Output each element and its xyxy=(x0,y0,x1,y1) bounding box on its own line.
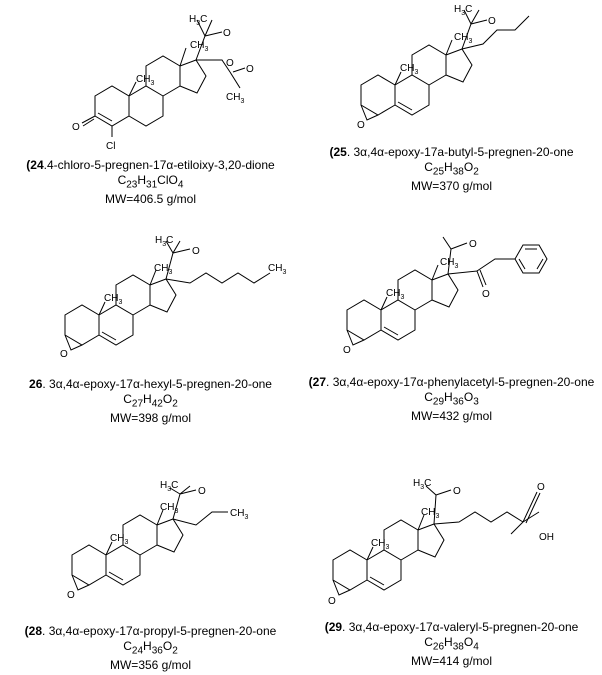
molecular-formula: C23H31ClO4 xyxy=(117,173,184,191)
compound-27: O O CH3 CH3 O (27. 3α,4α-epoxy-17α-pheny… xyxy=(301,225,602,450)
atom-label-ch3: CH3 xyxy=(154,263,172,276)
molecular-formula: C27H42O2 xyxy=(123,392,178,410)
compound-name: (27. 3α,4α-epoxy-17α-phenylacetyl-5-preg… xyxy=(308,375,595,389)
molecular-formula: C25H38O2 xyxy=(424,160,479,178)
compound-28-structure: H3C O CH3 CH3 CH3 O xyxy=(67,480,248,601)
atom-label-ch3: CH3 xyxy=(230,508,248,521)
compound-26-caption: 26. 3α,4α-epoxy-17α-hexyl-5-pregnen-20-o… xyxy=(0,377,301,426)
compound-25: H3C O CH3 CH3 O (25. 3α,4α-epoxy-17a-but… xyxy=(301,0,602,225)
atom-label-o: O xyxy=(343,345,351,356)
compound-29-caption: (29. 3α,4α-epoxy-17α-valeryl-5-pregnen-2… xyxy=(301,620,602,669)
compound-24-structure: H3C O CH3 CH3 O O CH3 O Cl xyxy=(72,14,254,152)
compound-name: (29. 3α,4α-epoxy-17α-valeryl-5-pregnen-2… xyxy=(324,620,579,634)
atom-label-o: O xyxy=(488,16,496,27)
atom-label-o: O xyxy=(357,120,365,131)
atom-label-ch3: CH3 xyxy=(110,533,128,546)
compound-27-structure: O O CH3 CH3 O xyxy=(343,236,548,356)
atom-label-h3c: H3C xyxy=(155,235,173,248)
compound-name: (28. 3α,4α-epoxy-17α-propyl-5-pregnen-20… xyxy=(24,624,277,638)
atom-label-ch3: CH3 xyxy=(440,257,458,270)
atom-label-o: O xyxy=(192,246,200,257)
molecular-weight: MW=406.5 g/mol xyxy=(104,192,197,207)
atom-label-ch3: CH3 xyxy=(421,507,439,520)
molecular-weight: MW=432 g/mol xyxy=(410,409,493,424)
atom-label-o: O xyxy=(198,486,206,497)
compound-25-structure: H3C O CH3 CH3 O xyxy=(357,4,530,131)
atom-label-o: O xyxy=(469,239,477,250)
atom-label-ch3: CH3 xyxy=(160,502,178,515)
compound-28: H3C O CH3 CH3 CH3 O (28. 3α,4α-epoxy-17α… xyxy=(0,450,301,675)
atom-label-o: O xyxy=(60,349,68,360)
compound-26: H3C O CH3 CH3 CH3 O 26. 3α,4α-epoxy-17α-… xyxy=(0,225,301,450)
atom-label-o: O xyxy=(537,482,545,493)
atom-label-ch3: CH3 xyxy=(454,32,472,45)
compound-29-structure: H3C O O OH CH3 CH3 O xyxy=(328,478,554,607)
compound-name: 26. 3α,4α-epoxy-17α-hexyl-5-pregnen-20-o… xyxy=(29,377,272,391)
atom-label-o: O xyxy=(482,289,490,300)
atom-label-ch3: CH3 xyxy=(386,288,404,301)
atom-label-o: O xyxy=(453,486,461,497)
compound-24: H3C O CH3 CH3 O O CH3 O Cl (24.4-chloro-… xyxy=(0,0,301,225)
atom-label-o: O xyxy=(226,58,234,69)
atom-label-h3c: H3C xyxy=(189,14,207,27)
atom-label-h3c: H3C xyxy=(413,478,431,491)
atom-label-oh: OH xyxy=(539,532,554,543)
atom-label-ch3: CH3 xyxy=(190,40,208,53)
atom-label-o: O xyxy=(72,122,80,133)
atom-label-ch3: CH3 xyxy=(104,293,122,306)
compound-29: H3C O O OH CH3 CH3 O (29. 3α,4α-epoxy-17… xyxy=(301,450,602,675)
compound-27-caption: (27. 3α,4α-epoxy-17α-phenylacetyl-5-preg… xyxy=(301,375,602,424)
atom-label-h3c: H3C xyxy=(160,480,178,493)
atom-label-ch3: CH3 xyxy=(268,263,286,276)
atom-label-ch3: CH3 xyxy=(136,74,154,87)
atom-label-o: O xyxy=(223,28,231,39)
molecular-weight: MW=370 g/mol xyxy=(410,179,493,194)
molecular-weight: MW=414 g/mol xyxy=(410,654,493,669)
compound-28-caption: (28. 3α,4α-epoxy-17α-propyl-5-pregnen-20… xyxy=(0,624,301,673)
atom-label-o: O xyxy=(67,590,75,601)
compound-25-caption: (25. 3α,4α-epoxy-17a-butyl-5-pregnen-20-… xyxy=(301,145,602,194)
compound-26-structure: H3C O CH3 CH3 CH3 O xyxy=(60,235,286,360)
atom-label-cl: Cl xyxy=(106,141,115,152)
atom-label-o: O xyxy=(328,596,336,607)
molecular-weight: MW=398 g/mol xyxy=(109,411,192,426)
atom-label-ch3: CH3 xyxy=(226,92,244,105)
atom-label-h3c: H3C xyxy=(454,4,472,17)
compound-name: (24.4-chloro-5-pregnen-17α-etiloixy-3,20… xyxy=(26,158,275,172)
molecular-formula: C24H36O2 xyxy=(123,639,178,657)
atom-label-ch3: CH3 xyxy=(371,538,389,551)
compound-name: (25. 3α,4α-epoxy-17a-butyl-5-pregnen-20-… xyxy=(329,145,574,159)
atom-label-ch3: CH3 xyxy=(400,63,418,76)
atom-label-o: O xyxy=(246,64,254,75)
molecular-formula: C29H36O3 xyxy=(424,390,479,408)
compound-24-caption: (24.4-chloro-5-pregnen-17α-etiloixy-3,20… xyxy=(0,158,301,207)
molecular-weight: MW=356 g/mol xyxy=(109,658,192,673)
molecular-formula: C26H38O4 xyxy=(424,635,479,653)
